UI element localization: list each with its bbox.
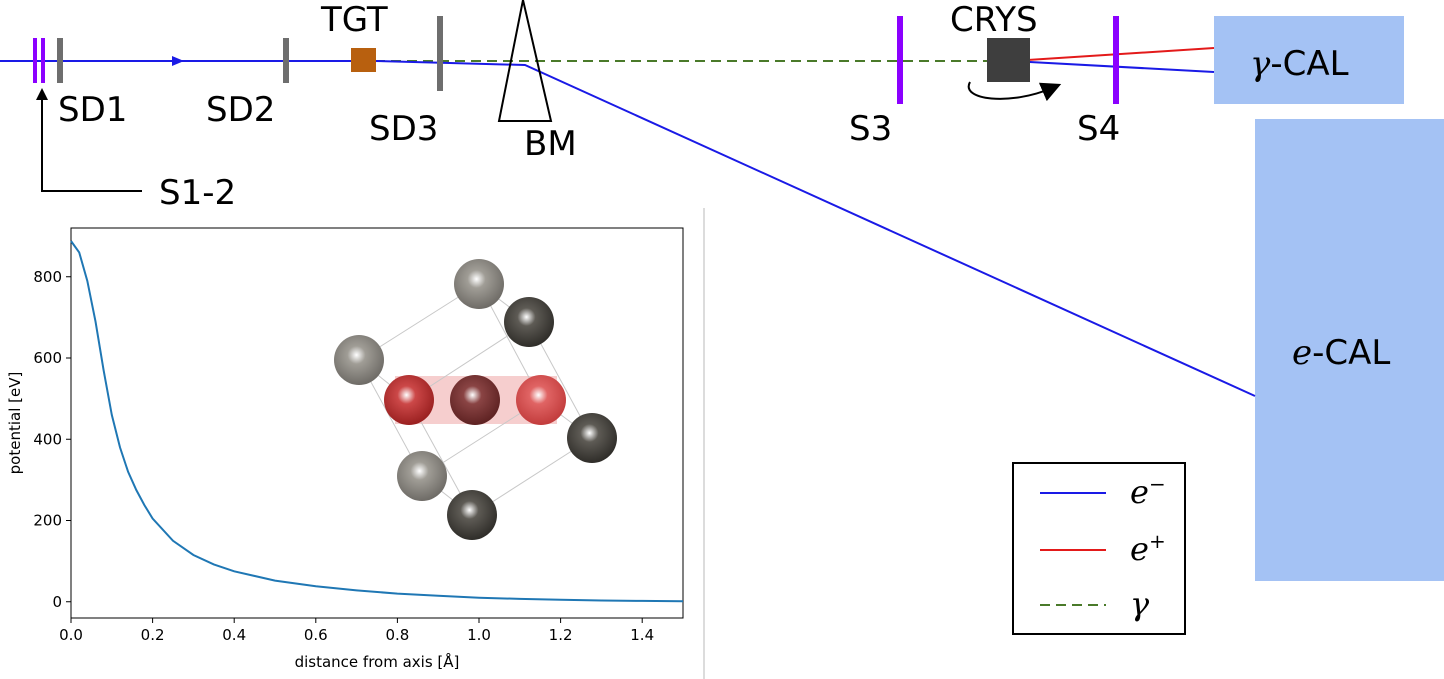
s12-label: S1-2 xyxy=(159,173,236,213)
legend-label-positron: e+ xyxy=(1130,529,1166,568)
tgt-label: TGT xyxy=(320,0,388,40)
y-tick-label: 400 xyxy=(33,430,62,448)
sd2-label: SD2 xyxy=(206,90,275,130)
chart-xlabel: distance from axis [Å] xyxy=(295,652,460,671)
legend-label-photon: γ xyxy=(1130,585,1150,623)
lattice-inset xyxy=(334,259,617,540)
lattice-atom xyxy=(397,451,447,501)
x-tick-label: 1.0 xyxy=(467,626,491,644)
potential-curve xyxy=(70,240,684,603)
legend-sup-positron: + xyxy=(1149,529,1166,553)
gamma-cal-symbol: γ xyxy=(1250,44,1271,84)
x-tick-label: 0.0 xyxy=(59,626,83,644)
legend: e− e+ γ xyxy=(1012,462,1186,635)
scintillator-sd2 xyxy=(283,38,289,83)
beam-direction-arrow xyxy=(172,56,184,66)
chart-marks: 0.0 0.2 0.4 0.6 0.8 1.0 1.2 1.4 0 200 400 600 800 xyxy=(33,240,684,644)
scintillator-sd3 xyxy=(437,16,443,91)
sd1-label: SD1 xyxy=(58,90,127,130)
crys-label: CRYS xyxy=(950,0,1038,40)
lattice-atom xyxy=(504,297,554,347)
y-tick-label: 600 xyxy=(33,349,62,367)
x-tick-label: 0.2 xyxy=(141,626,165,644)
si-detector-s4 xyxy=(1113,16,1119,104)
electron-incoming-line xyxy=(0,60,1256,397)
bm-label: BM xyxy=(524,124,577,164)
lattice-atom xyxy=(454,259,504,309)
gamma-cal-label: γ-CAL xyxy=(1250,44,1349,84)
legend-label-electron: e− xyxy=(1130,472,1166,511)
electron-cal-symbol: e xyxy=(1292,333,1312,373)
y-tick-label: 200 xyxy=(33,512,62,530)
gamma-calorimeter xyxy=(1214,16,1404,104)
x-tick-label: 1.2 xyxy=(549,626,573,644)
crystal xyxy=(987,38,1030,82)
potential-chart: 0.0 0.2 0.4 0.6 0.8 1.0 1.2 1.4 0 200 400 600 800 di… xyxy=(6,227,684,671)
si-detector-s2 xyxy=(41,38,45,83)
legend-symbol-positron: e xyxy=(1130,530,1149,568)
s12-pointer-arrowhead xyxy=(36,88,48,100)
x-tick-label: 1.4 xyxy=(630,626,654,644)
electron-cal-suffix: -CAL xyxy=(1312,333,1390,373)
s4-label: S4 xyxy=(1077,109,1120,149)
s12-pointer-line xyxy=(41,98,142,192)
lattice-atom xyxy=(567,413,617,463)
electron-cal-label: e-CAL xyxy=(1292,333,1390,373)
lattice-atom-plane xyxy=(516,375,566,425)
lattice-atom xyxy=(334,335,384,385)
s3-label: S3 xyxy=(849,109,892,149)
chart-ylabel: potential [eV] xyxy=(6,372,24,475)
scintillator-sd1 xyxy=(57,38,63,83)
y-tick-label: 0 xyxy=(52,593,62,611)
gamma-cal-suffix: -CAL xyxy=(1270,44,1348,84)
bending-magnet xyxy=(497,0,553,122)
y-tick-label: 800 xyxy=(33,268,62,286)
x-tick-label: 0.6 xyxy=(304,626,328,644)
lattice-atom-plane xyxy=(450,375,500,425)
target xyxy=(351,48,376,72)
si-detector-s1 xyxy=(33,38,37,83)
legend-sup-electron: − xyxy=(1149,472,1166,496)
lattice-atom-plane xyxy=(384,375,434,425)
x-tick-label: 0.8 xyxy=(385,626,409,644)
si-detector-s3 xyxy=(897,16,903,104)
crystal-rotation-arrow xyxy=(967,81,1062,102)
x-tick-label: 0.4 xyxy=(222,626,246,644)
electron-calorimeter xyxy=(1255,119,1444,581)
sd3-label: SD3 xyxy=(369,109,438,149)
lattice-atom xyxy=(447,490,497,540)
legend-symbol-electron: e xyxy=(1130,473,1149,511)
